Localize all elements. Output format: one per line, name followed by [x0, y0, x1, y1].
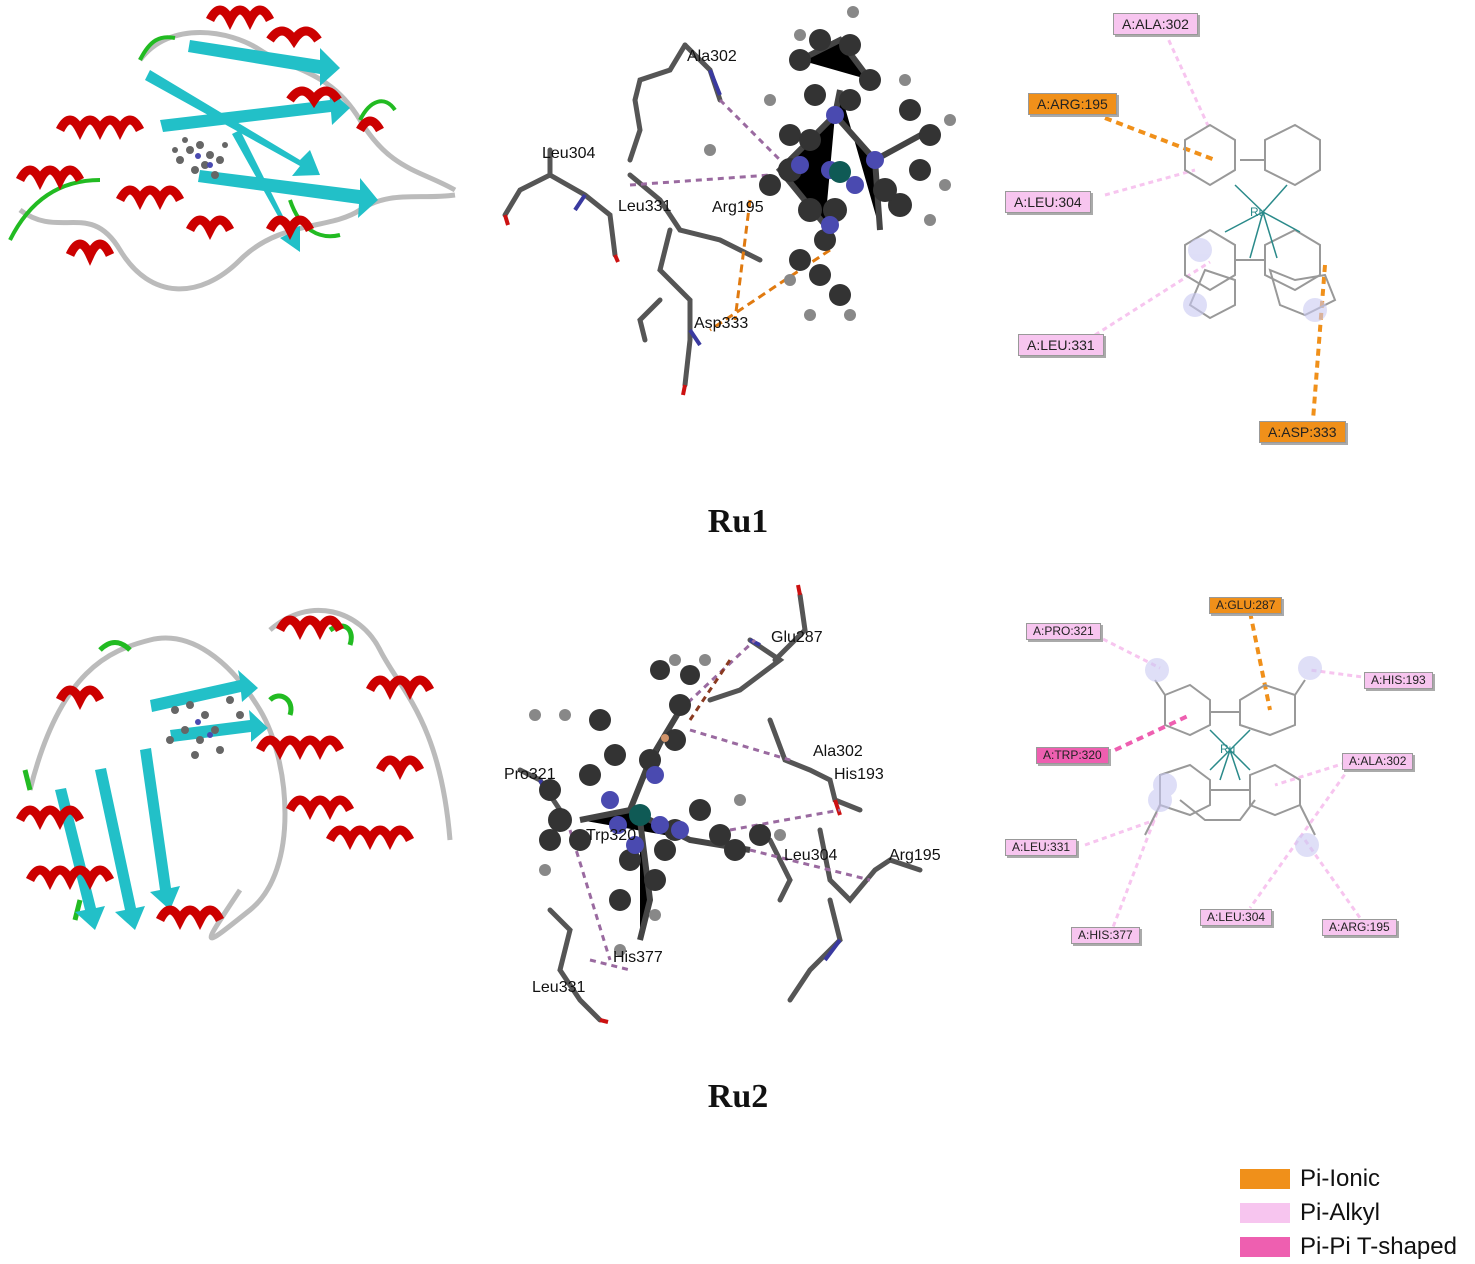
ru1-chip-ala302: A:ALA:302 [1113, 13, 1198, 35]
ru1-label-ala302: Ala302 [687, 48, 737, 65]
legend-item-pi-pi-tshaped: Pi-Pi T-shaped [1240, 1230, 1457, 1264]
ru2-chip-arg195: A:ARG:195 [1322, 919, 1397, 936]
ru2-label-leu331: Leu331 [532, 979, 585, 996]
ru1-chip-leu304: A:LEU:304 [1005, 191, 1091, 213]
legend-item-pi-alkyl: Pi-Alkyl [1240, 1196, 1457, 1230]
ru2-3d-interaction-view: Glu287 Ala302 His193 Pro321 Trp320 Leu30… [490, 580, 960, 1040]
ru2-label-trp320: Trp320 [586, 827, 636, 844]
ru2-metal-label: Ru [1220, 742, 1235, 756]
ru2-chip-his377: A:HIS:377 [1071, 927, 1140, 944]
ru2-label-pro321: Pro321 [504, 766, 556, 783]
ru1-label-leu331: Leu331 [618, 198, 671, 215]
ru1-chip-leu331: A:LEU:331 [1018, 334, 1104, 356]
ru1-chip-arg195: A:ARG:195 [1028, 93, 1117, 115]
ru1-label-leu304: Leu304 [542, 145, 595, 162]
legend-swatch-pi-alkyl [1240, 1203, 1290, 1223]
interaction-legend: Pi-Ionic Pi-Alkyl Pi-Pi T-shaped [1240, 1162, 1457, 1264]
ru1-metal-label: Ru [1250, 205, 1265, 219]
ru1-chip-asp333: A:ASP:333 [1259, 421, 1346, 443]
ru2-chip-leu304: A:LEU:304 [1200, 909, 1273, 926]
ru2-2d-diagram: Ru A:GLU:287 A:PRO:321 A:HIS:193 A:TRP:3… [995, 590, 1470, 950]
ru2-chip-trp320: A:TRP:320 [1036, 747, 1109, 764]
ru2-chip-glu287: A:GLU:287 [1209, 597, 1283, 614]
legend-label-pi-alkyl: Pi-Alkyl [1300, 1199, 1381, 1226]
ru2-chip-pro321: A:PRO:321 [1026, 623, 1101, 640]
ru2-caption: Ru2 [707, 1078, 769, 1115]
ru2-label-glu287: Glu287 [771, 629, 823, 646]
ru1-2d-diagram: Ru A:ALA:302 A:ARG:195 A:LEU:304 A:LEU:3… [995, 0, 1415, 450]
legend-label-pi-pi-tshaped: Pi-Pi T-shaped [1300, 1233, 1457, 1260]
ru1-label-asp333: Asp333 [694, 315, 748, 332]
legend-swatch-pi-ionic [1240, 1169, 1290, 1189]
ru2-label-his193: His193 [834, 766, 884, 783]
ru2-chip-leu331: A:LEU:331 [1005, 839, 1078, 856]
legend-item-pi-ionic: Pi-Ionic [1240, 1162, 1457, 1196]
ru2-label-leu304: Leu304 [784, 847, 837, 864]
ru1-protein-ribbon [0, 0, 470, 320]
ru2-protein-ribbon [0, 590, 470, 960]
ru1-3d-interaction-view: Ala302 Leu304 Leu331 Arg195 Asp333 [490, 0, 960, 410]
ru1-caption: Ru1 [707, 503, 769, 540]
ru2-chip-his193: A:HIS:193 [1364, 672, 1433, 689]
ru2-label-arg195: Arg195 [889, 847, 941, 864]
legend-label-pi-ionic: Pi-Ionic [1300, 1165, 1381, 1192]
ru1-label-arg195: Arg195 [712, 199, 764, 216]
ru2-label-ala302: Ala302 [813, 743, 863, 760]
ru2-label-his377: His377 [613, 949, 663, 966]
legend-swatch-pi-pi-tshaped [1240, 1237, 1290, 1257]
ru2-chip-ala302: A:ALA:302 [1342, 753, 1414, 770]
